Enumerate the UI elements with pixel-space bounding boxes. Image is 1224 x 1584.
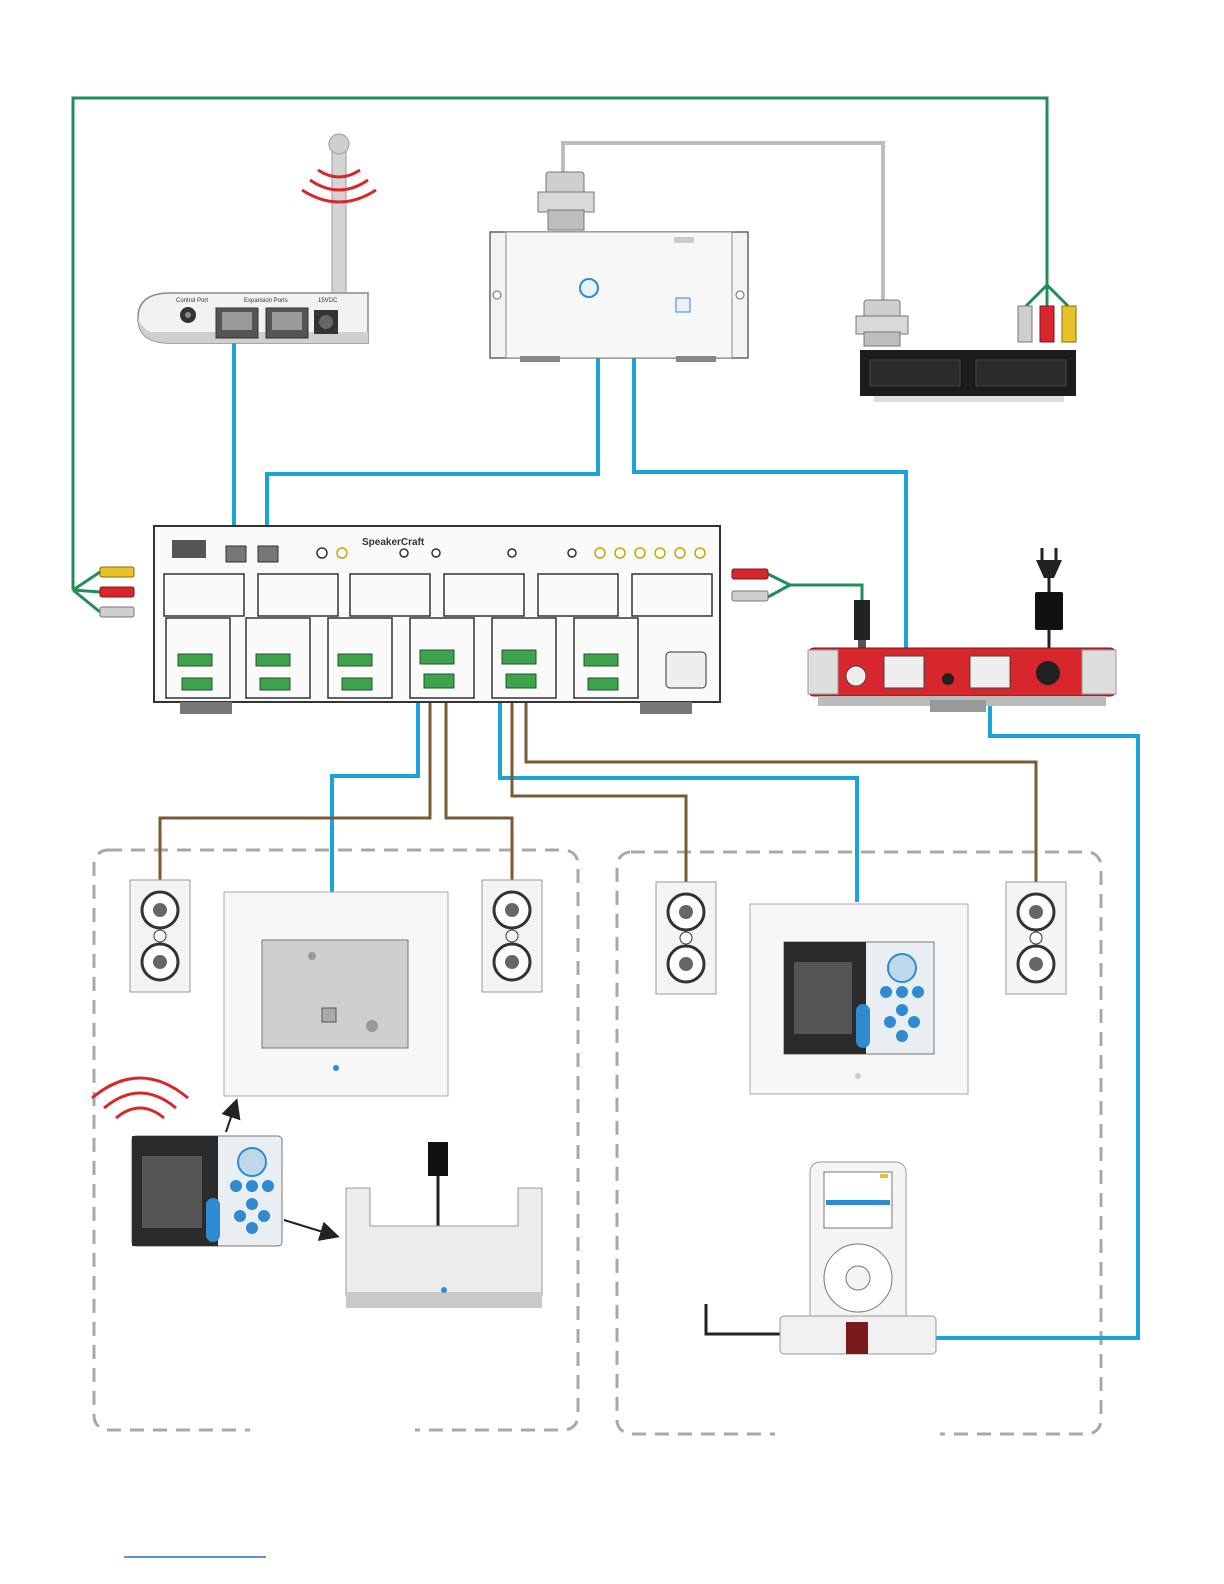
ir-receiver: Control Port Expansion Ports 15VDC bbox=[138, 134, 382, 343]
speaker-icon bbox=[656, 882, 716, 994]
wall-dock-keypad bbox=[224, 892, 448, 1096]
expansion-ports-label: Expansion Ports bbox=[244, 298, 288, 304]
touchscreen-remote-icon bbox=[132, 1136, 282, 1246]
keypad-icon bbox=[750, 904, 968, 1094]
speaker-icon bbox=[1006, 882, 1066, 994]
ir-emitter-wire bbox=[706, 1304, 780, 1334]
db9-connector-icon bbox=[856, 300, 908, 346]
audio-cable bbox=[790, 585, 862, 600]
amplifier-brand: SpeakerCraft bbox=[362, 537, 425, 548]
control-port-label: Control Port bbox=[176, 298, 208, 304]
video-source bbox=[856, 300, 1076, 402]
power-input-label: 15VDC bbox=[318, 298, 338, 304]
rj45-port-icon bbox=[266, 308, 308, 338]
rca-plug-icon bbox=[100, 567, 134, 617]
arrow-icon bbox=[284, 1220, 336, 1236]
ipod-dock-base bbox=[808, 548, 1116, 712]
db9-connector-icon bbox=[538, 172, 594, 230]
antenna-icon bbox=[329, 134, 349, 306]
speaker-icon bbox=[130, 880, 190, 992]
power-plug-icon bbox=[1035, 548, 1063, 650]
system-controller bbox=[490, 172, 748, 362]
speaker-icon bbox=[482, 880, 542, 992]
arrow-icon bbox=[226, 1102, 236, 1132]
ipod-icon bbox=[780, 1162, 936, 1354]
multi-zone-amplifier: SpeakerCraft bbox=[154, 526, 720, 714]
rca-plug-icon bbox=[732, 569, 768, 601]
wifi-signal-icon bbox=[92, 1078, 188, 1118]
charging-cradle-icon bbox=[346, 1142, 542, 1308]
rj45-port-icon bbox=[216, 308, 258, 338]
rca-plug-icon bbox=[1018, 306, 1076, 342]
